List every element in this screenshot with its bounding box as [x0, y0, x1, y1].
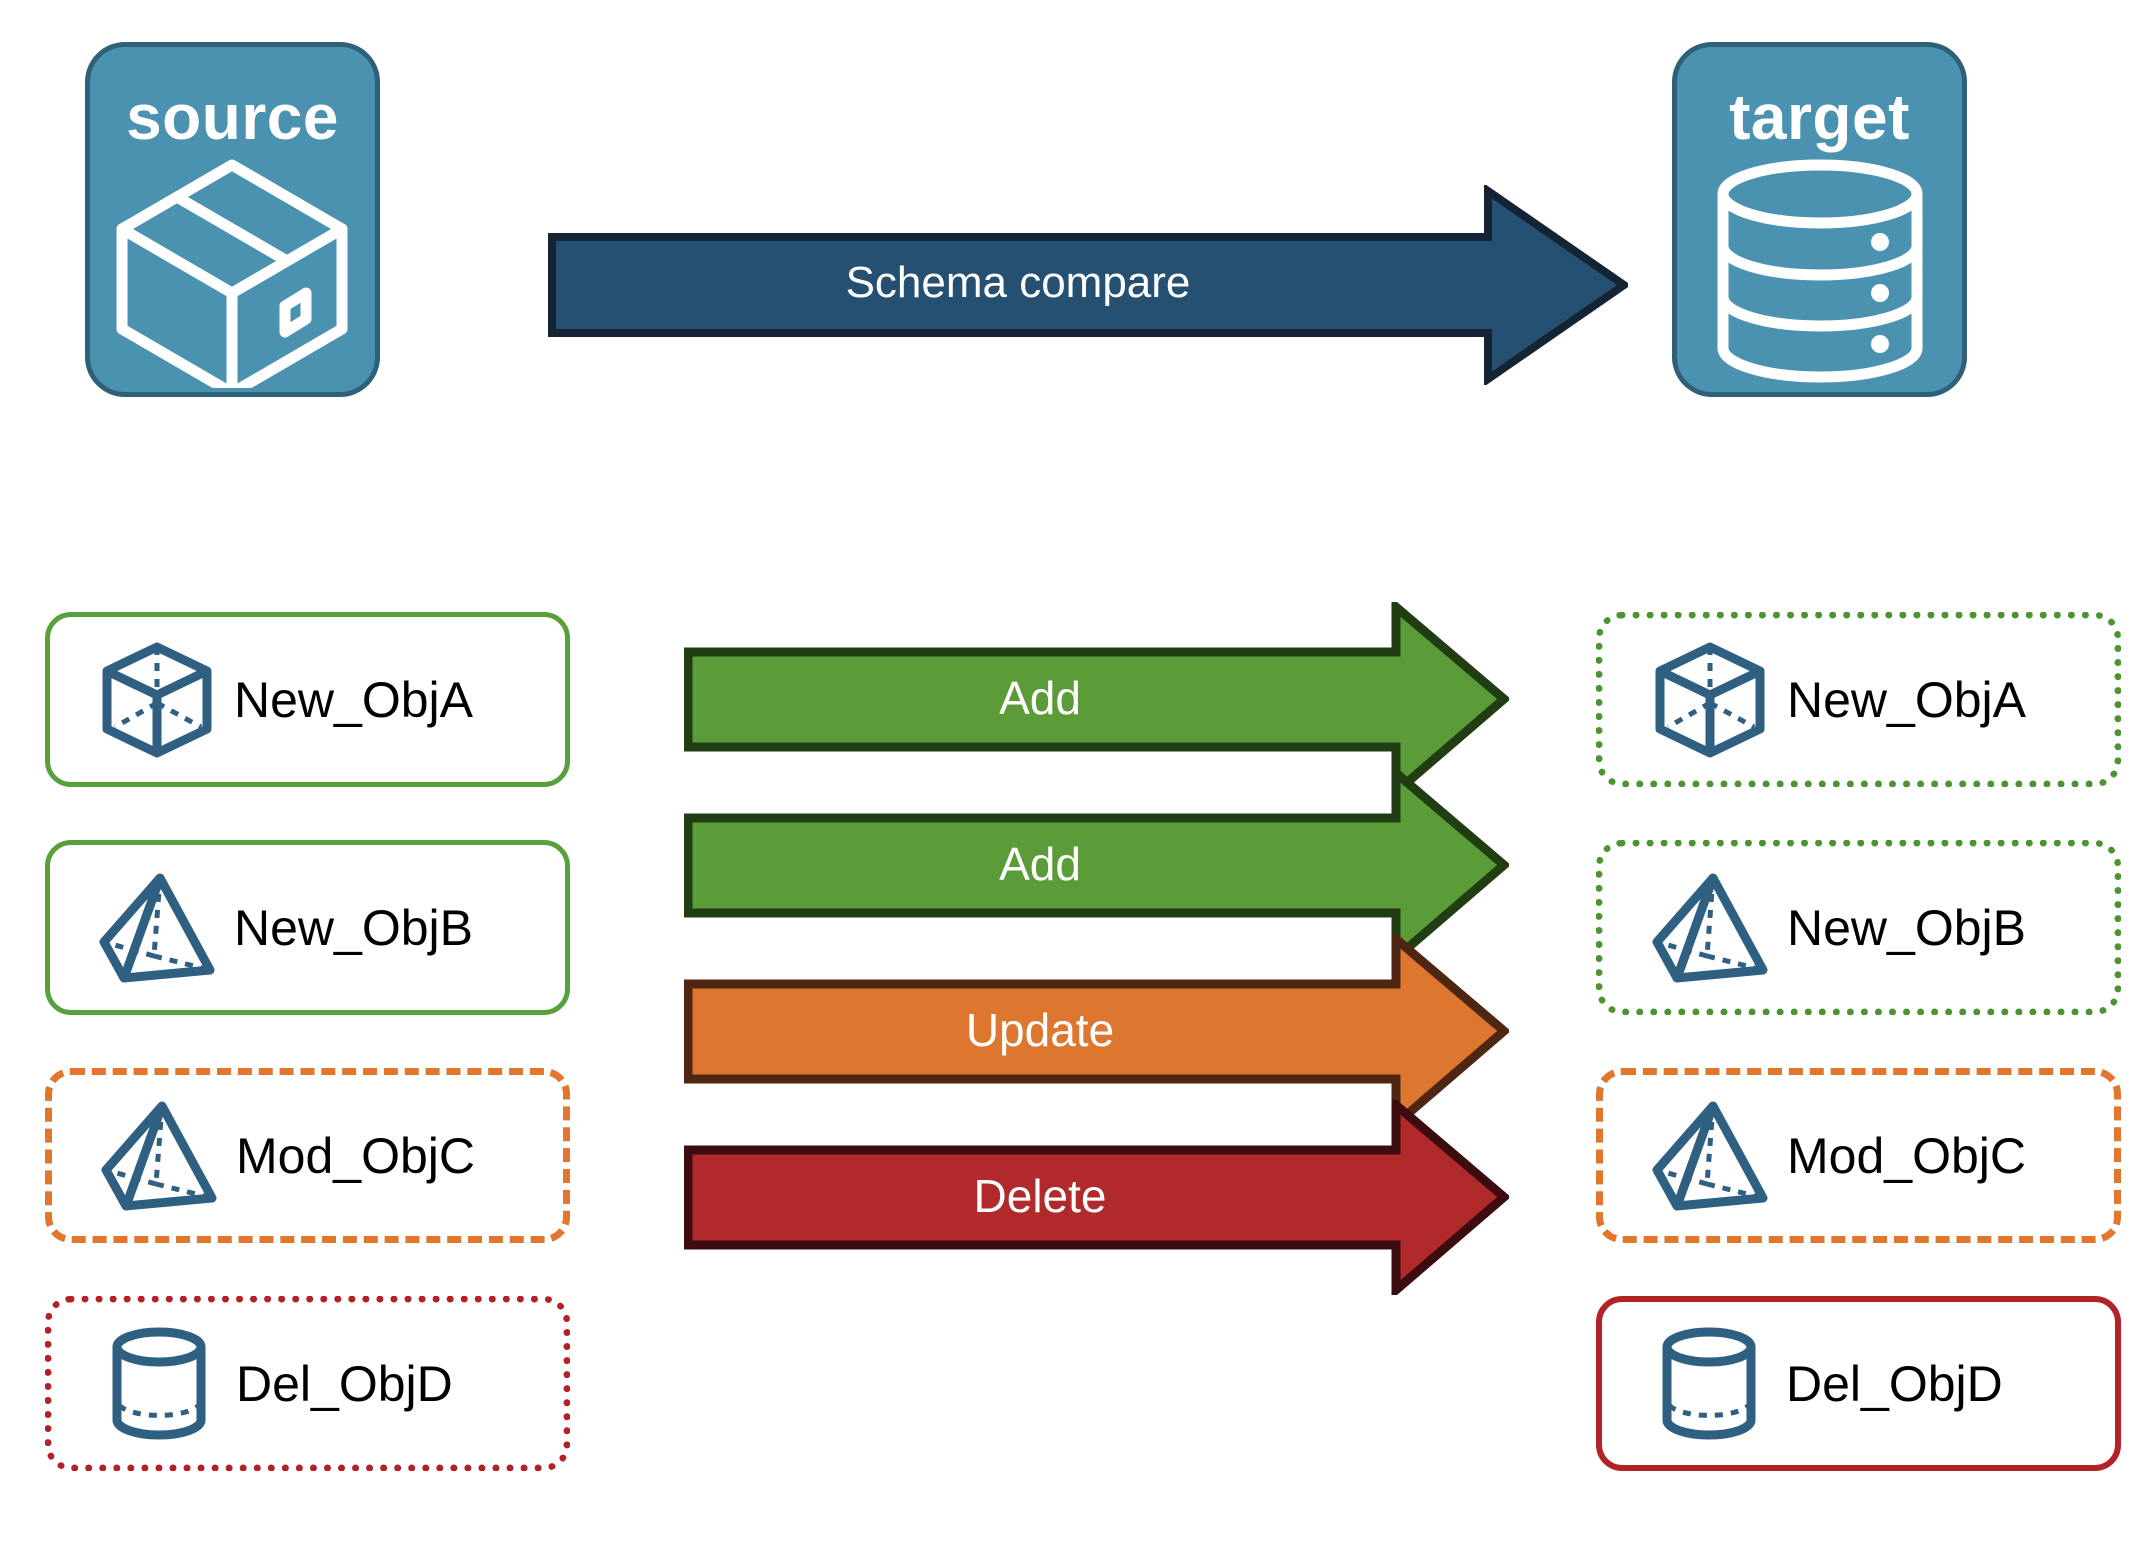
- wireframe-pyramid-icon: [1651, 1100, 1769, 1212]
- add-arrow: [683, 597, 1511, 802]
- wireframe-cylinder-icon: [1650, 1325, 1768, 1443]
- database-cylinder-icon: [1677, 149, 1962, 392]
- wireframe-cube-icon: [1651, 641, 1769, 759]
- wireframe-cylinder-icon: [100, 1325, 218, 1443]
- target-object-label: New_ObjA: [1787, 671, 2026, 728]
- target-object-row[interactable]: New_ObjA: [1596, 612, 2121, 787]
- source-object-row[interactable]: Del_ObjD: [45, 1296, 570, 1471]
- schema-compare-arrow: [548, 183, 1632, 387]
- source-object-row[interactable]: New_ObjA: [45, 612, 570, 787]
- update-arrow-label: Update: [965, 1004, 1115, 1056]
- source-object-label: Mod_ObjC: [236, 1127, 475, 1184]
- target-title: target: [1729, 81, 1910, 153]
- schema-compare-arrow-label: Schema compare: [845, 258, 1191, 307]
- target-object-label: New_ObjB: [1787, 899, 2026, 956]
- add-arrow-label: Add: [999, 672, 1081, 724]
- source-card: source: [85, 42, 380, 397]
- wireframe-pyramid-icon: [1651, 872, 1769, 984]
- source-object-row[interactable]: Mod_ObjC: [45, 1068, 570, 1243]
- add-arrow-label: Add: [999, 838, 1081, 890]
- wireframe-pyramid-icon: [100, 1100, 218, 1212]
- target-card: target: [1672, 42, 1967, 397]
- delete-arrow: [683, 1095, 1511, 1300]
- package-box-icon: [90, 149, 375, 392]
- source-title: source: [126, 81, 339, 153]
- source-object-label: New_ObjA: [234, 671, 473, 728]
- target-object-label: Mod_ObjC: [1787, 1127, 2026, 1184]
- target-object-row[interactable]: Del_ObjD: [1596, 1296, 2121, 1471]
- delete-arrow-label: Delete: [973, 1170, 1107, 1222]
- source-object-label: Del_ObjD: [236, 1355, 453, 1412]
- wireframe-cube-icon: [98, 641, 216, 759]
- add-arrow: [683, 763, 1511, 968]
- target-object-label: Del_ObjD: [1786, 1355, 2003, 1412]
- source-object-label: New_ObjB: [234, 899, 473, 956]
- target-object-row[interactable]: New_ObjB: [1596, 840, 2121, 1015]
- update-arrow: [683, 929, 1511, 1134]
- wireframe-pyramid-icon: [98, 872, 216, 984]
- target-object-row[interactable]: Mod_ObjC: [1596, 1068, 2121, 1243]
- source-object-row[interactable]: New_ObjB: [45, 840, 570, 1015]
